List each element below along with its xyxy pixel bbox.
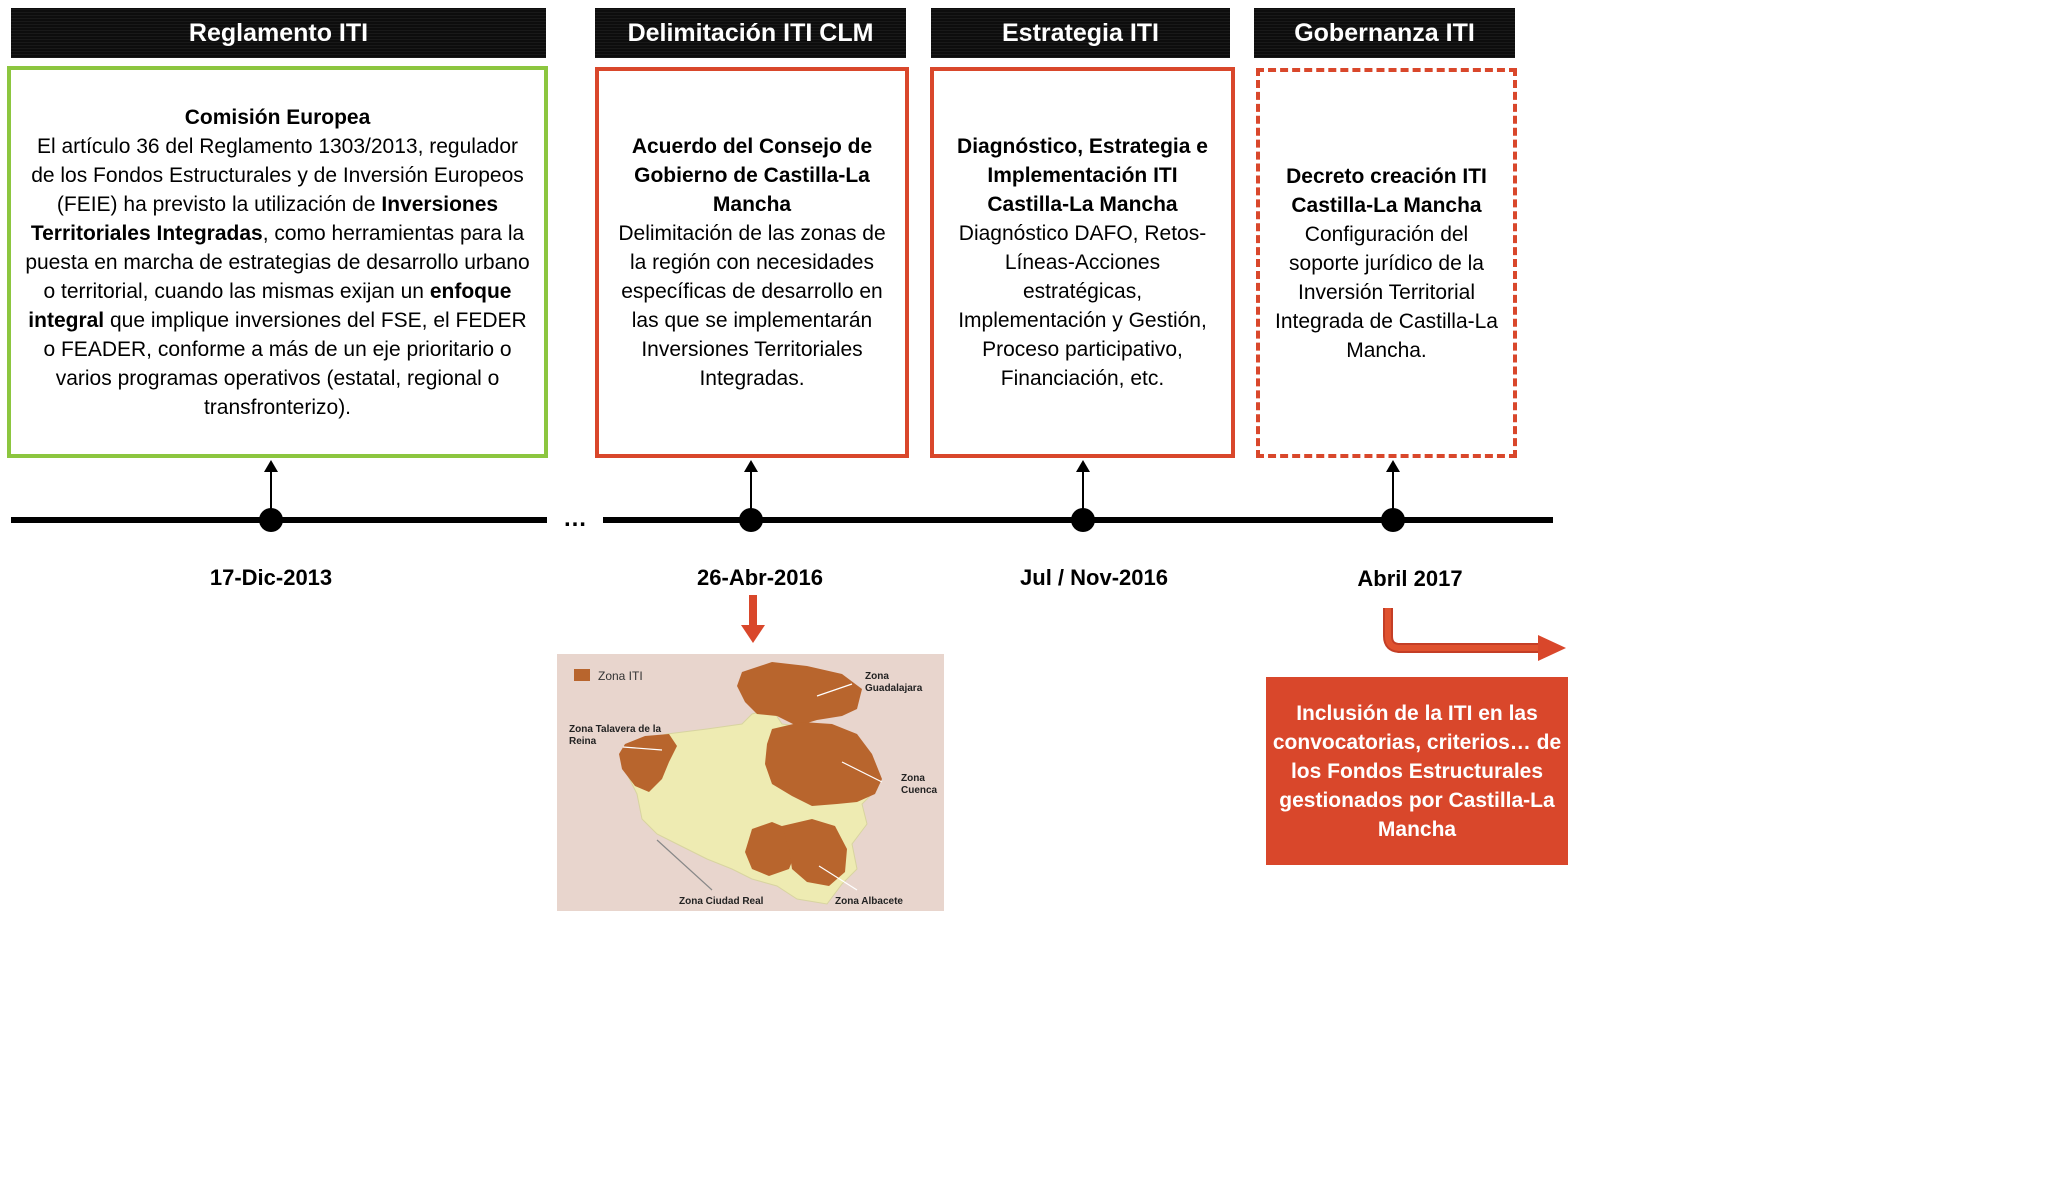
header-label: Gobernanza ITI	[1294, 18, 1475, 47]
timeline-ellipsis: …	[563, 505, 588, 532]
box-title: Diagnóstico, Estrategia e Implementación…	[957, 135, 1208, 216]
box-title: Acuerdo del Consejo de Gobierno de Casti…	[631, 135, 873, 216]
text-part: , como herramientas para la puesta en ma…	[25, 221, 530, 303]
arrowhead-1	[264, 460, 278, 472]
text-part: El artículo 36 del Reglamento 1303/2013,…	[31, 134, 524, 216]
label-line: Zona	[901, 773, 925, 784]
text-part: que implique inversiones del FSE, el FED…	[43, 308, 527, 419]
timeline-dot	[739, 508, 763, 532]
date-label: 17-Dic-2013	[209, 565, 333, 590]
inclusion-box: Inclusión de la ITI en las convocatorias…	[1266, 677, 1568, 865]
header-reglamento-iti: Reglamento ITI	[11, 8, 546, 58]
arrowhead-4	[1386, 460, 1400, 472]
bold-part: Inversiones Territoriales Integradas	[30, 192, 499, 245]
label-line: Cuenca	[901, 785, 938, 796]
map-label-talavera: Zona Talavera de la Reina	[569, 724, 661, 748]
label-line: Zona Talavera de la	[569, 724, 662, 735]
map-legend-label: Zona ITI	[598, 669, 643, 683]
map-castilla-la-mancha: Zona ITI Zona Guadalajara Zona Talavera …	[557, 654, 944, 911]
map-label-albacete: Zona Albacete	[835, 896, 903, 907]
date-label: 26-Abr-2016	[697, 565, 823, 590]
box-estrategia: Diagnóstico, Estrategia e Implementación…	[930, 67, 1235, 458]
date-label: Abril 2017	[1357, 566, 1463, 591]
header-gobernanza-iti: Gobernanza ITI	[1254, 8, 1515, 58]
inclusion-text: Inclusión de la ITI en las convocatorias…	[1272, 701, 1562, 841]
connector-1	[270, 470, 272, 515]
connector-4	[1392, 470, 1394, 515]
timeline-dot	[259, 508, 283, 532]
map-label-cuenca: Zona Cuenca	[901, 773, 937, 797]
box-text: Delimitación de las zonas de la región c…	[618, 222, 886, 390]
box-title: Comisión Europea	[184, 105, 371, 129]
label-line: Reina	[569, 736, 597, 747]
header-delimitacion-iti: Delimitación ITI CLM	[595, 8, 906, 58]
arrowhead-3	[1076, 460, 1090, 472]
box-text: El artículo 36 del Reglamento 1303/2013,…	[25, 132, 530, 422]
bent-arrow-icon	[1383, 608, 1566, 661]
box-reglamento: Comisión Europea El artículo 36 del Regl…	[7, 66, 548, 458]
map-label-guadalajara: Zona Guadalajara	[865, 671, 922, 695]
header-label: Delimitación ITI CLM	[627, 18, 874, 47]
date-label: Jul / Nov-2016	[1020, 565, 1168, 590]
header-label: Estrategia ITI	[1002, 18, 1159, 47]
connector-3	[1082, 470, 1084, 515]
connector-2	[750, 470, 752, 515]
box-delimitacion: Acuerdo del Consejo de Gobierno de Casti…	[595, 67, 909, 458]
box-gobernanza: Decreto creación ITI Castilla-La Mancha …	[1256, 68, 1517, 458]
label-line: Zona	[865, 671, 889, 682]
map-graphic	[574, 662, 883, 905]
timeline-dot	[1381, 508, 1405, 532]
header-label: Reglamento ITI	[188, 18, 369, 47]
label-line: Guadalajara	[865, 683, 923, 694]
header-estrategia-iti: Estrategia ITI	[931, 8, 1230, 58]
box-text: Configuración del soporte jurídico de la…	[1275, 222, 1498, 362]
timeline-dot	[1071, 508, 1095, 532]
map-label-ciudad-real: Zona Ciudad Real	[679, 896, 764, 907]
box-text: Diagnóstico DAFO, Retos-Líneas-Acciones …	[958, 222, 1207, 390]
box-title: Decreto creación ITI Castilla-La Mancha	[1286, 164, 1487, 217]
arrowhead-2	[744, 460, 758, 472]
down-arrow-icon	[741, 595, 765, 643]
bold-part: enfoque integral	[28, 279, 512, 332]
